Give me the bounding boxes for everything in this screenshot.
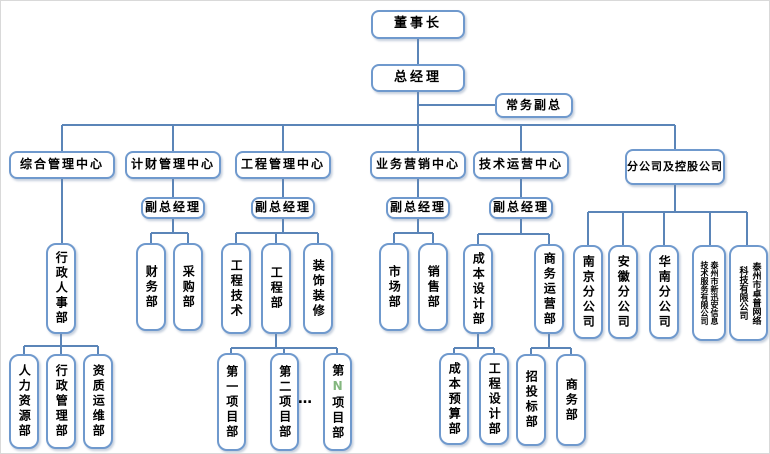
node-dept-procurement: 采购部 [173,243,203,331]
node-dept-biz-ops: 商务运营部 [534,244,564,334]
node-deputy-gm-engineering: 副总经理 [251,197,315,219]
node-dept-sales: 销售部 [418,243,448,331]
node-branch-anhui: 安徽分公司 [608,245,638,339]
node-dept-qualification-ops: 资质运维部 [83,354,113,449]
node-center-admin: 综合管理中心 [9,151,115,179]
node-dept-eng-tech: 工程技术 [221,243,251,334]
node-center-tech-ops: 技术运营中心 [473,151,569,179]
node-dept-admin-hr: 行政人事部 [46,243,76,334]
node-company-zhuopu: 泰州市卓普网络科技有限公司 [729,245,768,341]
project-n-suffix: 项目部 [330,395,345,441]
node-deputy-gm-finance: 副总经理 [141,197,205,219]
project-n-prefix: 第 [330,363,345,379]
node-company-xinxunan: 泰州市新迅安信息技术服务有限公司 [692,245,726,341]
node-dept-cost-design: 成本设计部 [463,244,493,334]
node-center-marketing: 业务营销中心 [370,151,466,179]
project-n-letter: N [330,378,345,396]
node-project-1: 第一项目部 [217,353,246,451]
node-executive-deputy-gm: 常务副总 [495,93,573,118]
node-dept-finance: 财务部 [136,243,166,331]
node-project-2: 第二项目部 [270,353,299,451]
node-center-engineering: 工程管理中心 [235,151,331,179]
node-deputy-gm-marketing: 副总经理 [386,197,450,219]
projects-ellipsis: … [298,391,313,407]
node-dept-market: 市场部 [379,243,409,331]
node-center-finance: 计财管理中心 [125,151,221,179]
node-dept-bidding: 招投标部 [516,354,546,446]
node-chairman: 董事长 [371,10,465,39]
node-branch-nanjing: 南京分公司 [573,245,603,339]
node-dept-engineering: 工程部 [261,243,291,334]
node-dept-cost-budget: 成本预算部 [439,353,469,445]
node-dept-decoration: 装饰装修 [303,243,333,334]
node-branch-south-china: 华南分公司 [649,245,679,339]
node-deputy-gm-tech-ops: 副总经理 [489,197,553,219]
node-dept-admin-mgmt: 行政管理部 [46,354,76,449]
node-dept-commerce: 商务部 [556,354,586,446]
node-dept-eng-design: 工程设计部 [479,353,509,445]
node-general-manager: 总经理 [371,64,465,92]
node-center-subsidiaries: 分公司及控股公司 [625,149,725,185]
node-dept-human-resources: 人力资源部 [9,354,39,449]
